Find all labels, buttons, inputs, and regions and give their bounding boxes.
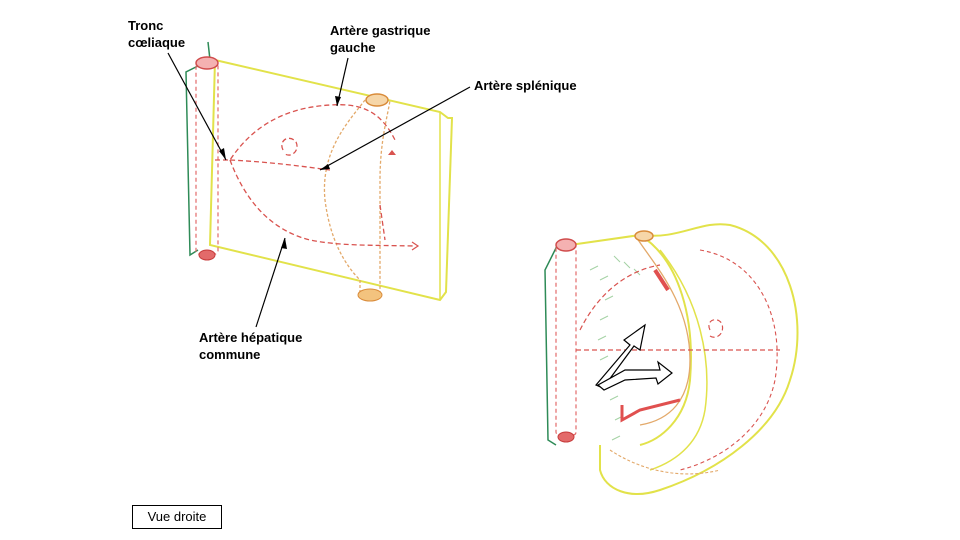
- label-artere-gastrique-gauche: Artère gastrique gauche: [330, 22, 430, 56]
- label-artere-hepatique-line1: Artère hépatique: [199, 330, 303, 345]
- label-tronc-coeliaque-line2: cœliaque: [128, 35, 186, 50]
- leader-lines: [167, 52, 471, 328]
- mesogastrium-sheet: [208, 58, 454, 302]
- label-artere-splenique-text: Artère splénique: [474, 78, 577, 93]
- label-artere-hepatique-commune: Artère hépatique commune: [199, 329, 302, 363]
- view-label-box: Vue droite: [132, 505, 222, 529]
- label-tronc-coeliaque: Tronc cœliaque: [128, 17, 185, 51]
- label-artere-hepatique-line2: commune: [199, 347, 261, 362]
- view-label: Vue droite: [147, 509, 207, 524]
- left-figure: [185, 41, 454, 302]
- posterior-wall: [185, 41, 211, 257]
- label-artere-splenique: Artère splénique: [474, 77, 577, 94]
- left-arteries: [215, 104, 416, 247]
- right-aorta: [555, 244, 577, 436]
- label-tronc-coeliaque-line1: Tronc: [128, 18, 164, 33]
- stomach-outline: [323, 99, 391, 301]
- rotated-stomach-outline: [569, 223, 799, 495]
- label-artere-gastrique-line2: gauche: [330, 40, 376, 55]
- label-artere-gastrique-line1: Artère gastrique: [330, 23, 431, 38]
- right-posterior-wall: [544, 239, 561, 446]
- right-figure: [544, 223, 799, 495]
